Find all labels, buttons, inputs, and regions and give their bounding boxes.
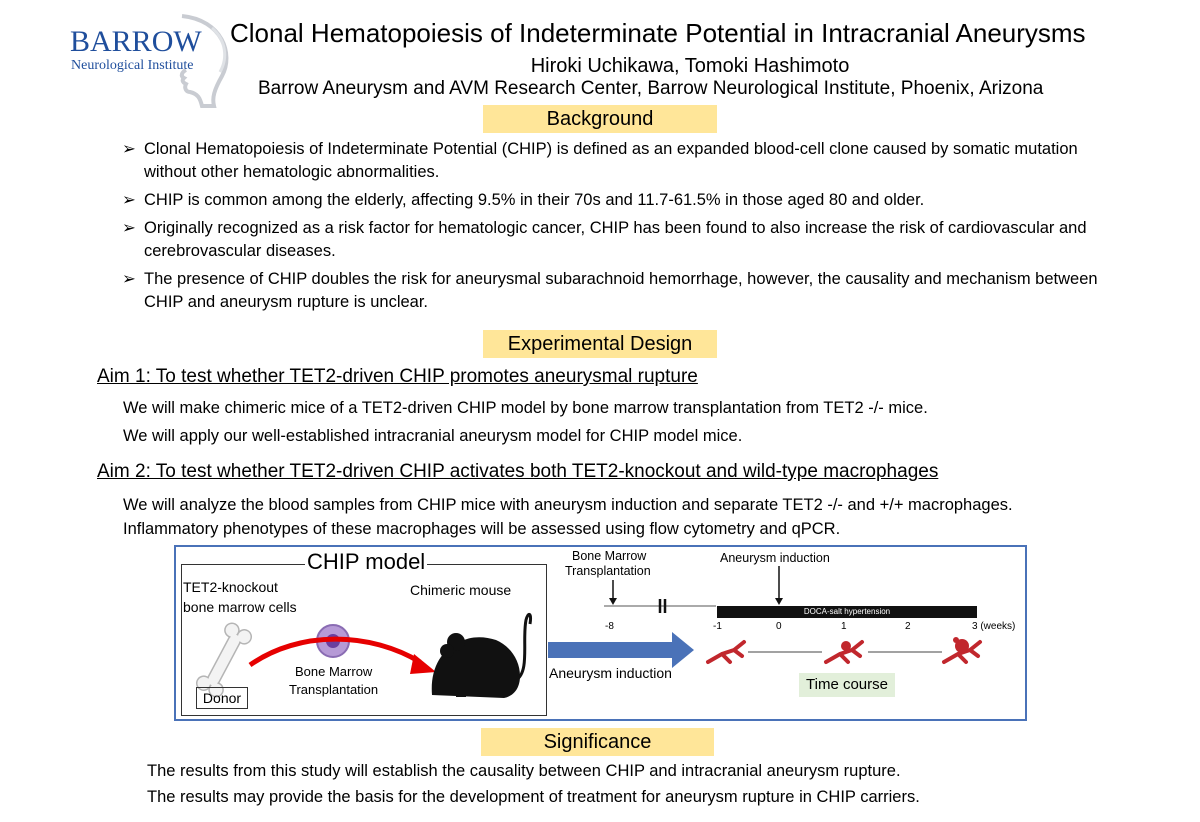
induction-arrow-label: Aneurysm induction (549, 665, 672, 681)
significance-line-1: The results from this study will establi… (147, 762, 901, 780)
affiliation: Barrow Aneurysm and AVM Research Center,… (258, 78, 1044, 99)
timeline-induction-label: Aneurysm induction (720, 551, 830, 565)
tick-label: -8 (605, 621, 614, 632)
barrow-logo-icon (179, 14, 229, 108)
tick-label: 2 (905, 621, 911, 632)
background-heading: Background (483, 105, 717, 133)
aim1-line-1: We will make chimeric mice of a TET2-dri… (123, 399, 928, 417)
arrow-bullet-icon: ➢ (122, 270, 136, 288)
poster-title: Clonal Hematopoiesis of Indeterminate Po… (230, 18, 1086, 48)
significance-heading: Significance (481, 728, 714, 756)
tet2-label-1: TET2-knockout (183, 579, 278, 595)
bmt-label-1: Bone Marrow (295, 664, 373, 679)
logo-main-text: BARROW (70, 25, 202, 58)
significance-line-2: The results may provide the basis for th… (147, 788, 920, 806)
arrow-bullet-icon: ➢ (122, 191, 136, 209)
logo-sub-text: Neurological Institute (71, 58, 194, 73)
arrow-bullet-icon: ➢ (122, 140, 136, 158)
list-item: ➢Clonal Hematopoiesis of Indeterminate P… (122, 140, 1078, 181)
aim2-title: Aim 2: To test whether TET2-driven CHIP … (97, 461, 939, 482)
tick-label: 3 (weeks) (972, 621, 1016, 632)
aim1-title: Aim 1: To test whether TET2-driven CHIP … (97, 366, 698, 387)
tick-label: 0 (776, 621, 782, 632)
tet2-label-2: bone marrow cells (183, 599, 297, 615)
chip-model-title: CHIP model (305, 549, 428, 574)
donor-label: Donor (196, 687, 248, 709)
time-course-label: Time course (799, 673, 895, 697)
study-design-figure: CHIP model (174, 545, 1027, 721)
tick-label: -1 (713, 621, 722, 632)
aim2-line-2: Inflammatory phenotypes of these macroph… (123, 520, 841, 538)
timeline-bmt-label-1: Bone Marrow (572, 549, 647, 563)
doca-bar: DOCA-salt hypertension (717, 606, 977, 618)
authors: Hiroki Uchikawa, Tomoki Hashimoto (530, 55, 850, 77)
aim1-line-2: We will apply our well-established intra… (123, 427, 743, 445)
arrow-bullet-icon: ➢ (122, 219, 136, 237)
list-item: ➢CHIP is common among the elderly, affec… (122, 189, 1132, 212)
tick-label: 1 (841, 621, 847, 632)
list-item: ➢The presence of CHIP doubles the risk f… (122, 270, 1098, 311)
list-item: ➢Originally recognized as a risk factor … (122, 219, 1087, 260)
bmt-label-2: Transplantation (289, 682, 379, 697)
design-heading: Experimental Design (483, 330, 717, 358)
timeline-bmt-label-2: Transplantation (565, 564, 651, 578)
chimeric-label: Chimeric mouse (410, 582, 512, 598)
aim2-line-1: We will analyze the blood samples from C… (123, 496, 1013, 514)
background-bullets: ➢Clonal Hematopoiesis of Indeterminate P… (122, 138, 1132, 319)
logo-wordmark: BARROW Neurological Institute (70, 26, 202, 74)
